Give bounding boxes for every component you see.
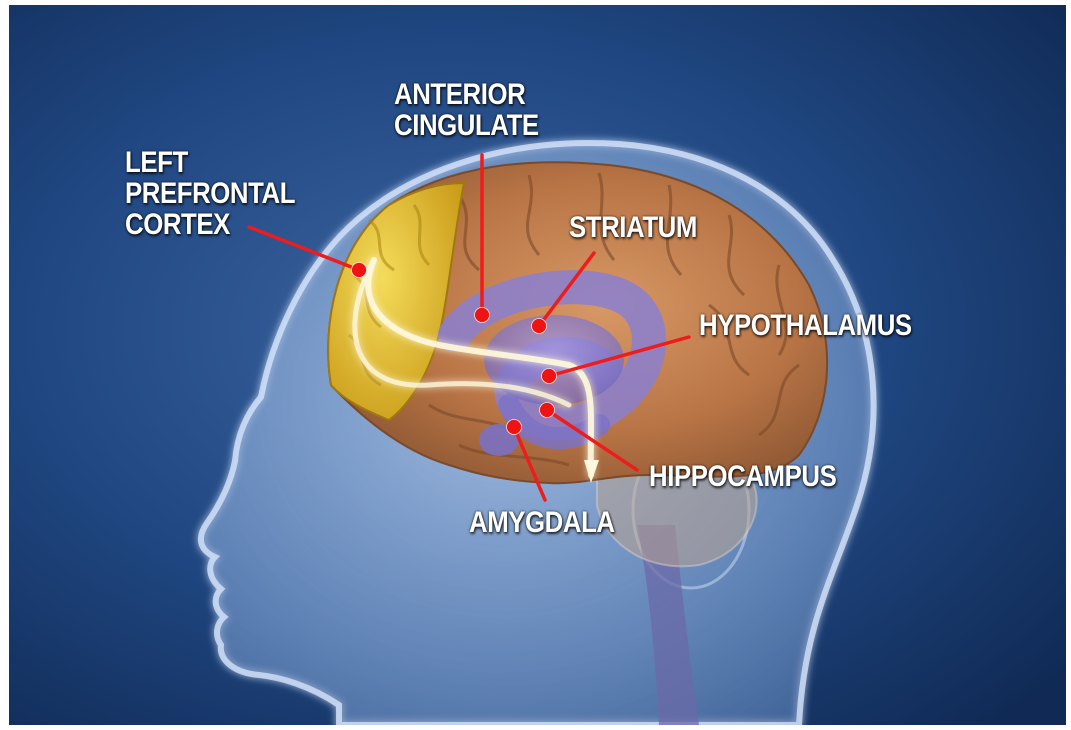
label-hypothalamus: HYPOTHALAMUS: [699, 310, 912, 341]
label-line: PREFRONTAL: [125, 178, 295, 209]
marker-anterior-cingulate: [475, 308, 490, 323]
label-striatum: STRIATUM: [569, 212, 697, 243]
label-line: CORTEX: [125, 209, 295, 240]
label-line: STRIATUM: [569, 212, 697, 243]
label-line: ANTERIOR: [394, 79, 539, 110]
label-line: AMYGDALA: [469, 507, 615, 538]
marker-hippocampus: [540, 403, 555, 418]
marker-amygdala: [507, 420, 522, 435]
marker-left-prefrontal-cortex: [352, 263, 367, 278]
label-line: LEFT: [125, 147, 295, 178]
label-anterior-cingulate: ANTERIOR CINGULATE: [394, 79, 539, 141]
label-line: CINGULATE: [394, 110, 539, 141]
label-amygdala: AMYGDALA: [469, 507, 615, 538]
marker-striatum: [532, 319, 547, 334]
label-left-prefrontal-cortex: LEFT PREFRONTAL CORTEX: [125, 147, 295, 240]
brain-diagram: LEFT PREFRONTAL CORTEX ANTERIOR CINGULAT…: [9, 5, 1066, 725]
marker-hypothalamus: [542, 369, 557, 384]
label-hippocampus: HIPPOCAMPUS: [649, 461, 836, 492]
label-line: HYPOTHALAMUS: [699, 310, 912, 341]
label-line: HIPPOCAMPUS: [649, 461, 836, 492]
